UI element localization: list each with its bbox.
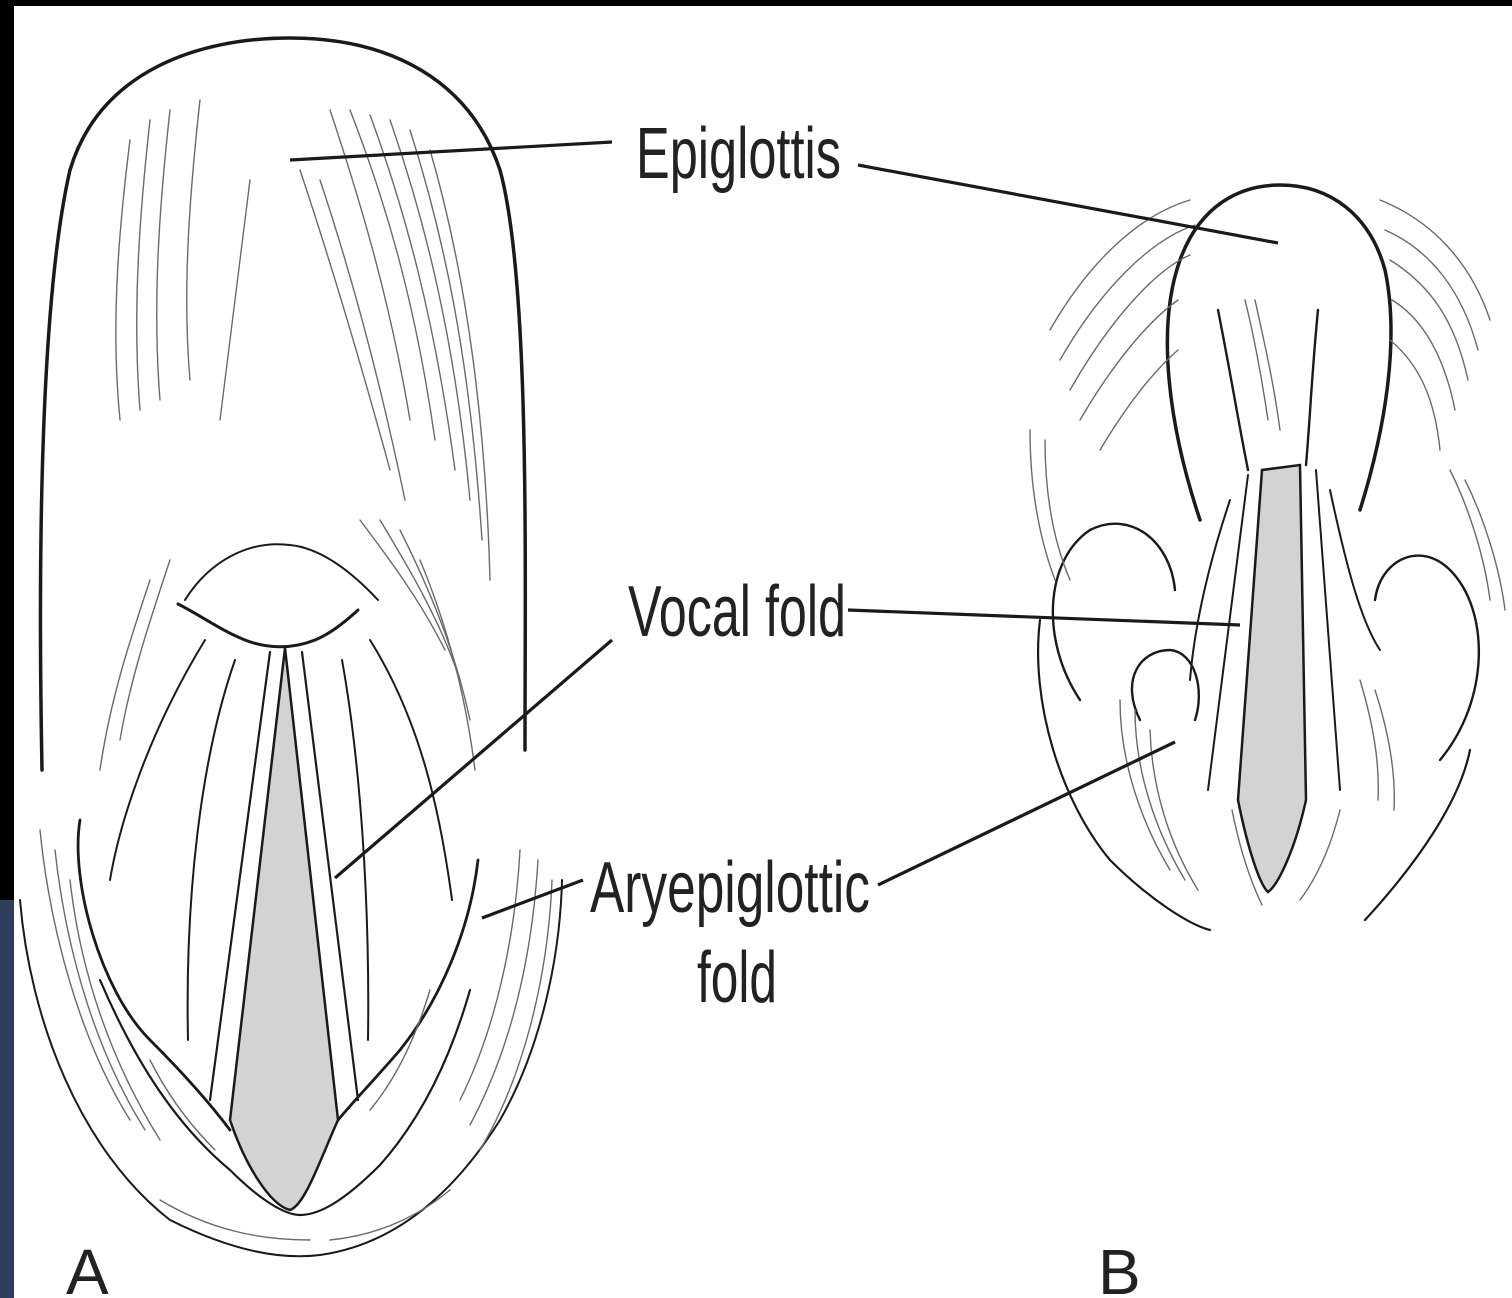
arytenoid-left-b [1053,524,1175,700]
leader-aryepiglottic-b [878,742,1175,885]
arytenoid-right-b [1375,556,1479,760]
label-aryepiglottic-fold: fold [697,938,777,1018]
leader-aryepiglottic-a [482,880,583,918]
glottis-a [230,648,338,1210]
leader-vocal-fold-a [335,640,612,878]
label-aryepiglottic: Aryepiglottic [590,848,870,928]
larynx-view-b [1030,185,1505,930]
panel-label-a: A [66,1236,109,1298]
glottis-b [1238,465,1306,892]
larynx-view-a [20,38,562,1256]
label-epiglottis: Epiglottis [636,114,841,194]
leader-lines [290,142,1278,918]
panel-label-b: B [1098,1236,1141,1298]
label-vocal-fold: Vocal fold [628,572,846,652]
leader-epiglottis-b [858,165,1278,243]
leader-epiglottis-a [290,142,612,160]
leader-vocal-fold-b [848,610,1240,625]
